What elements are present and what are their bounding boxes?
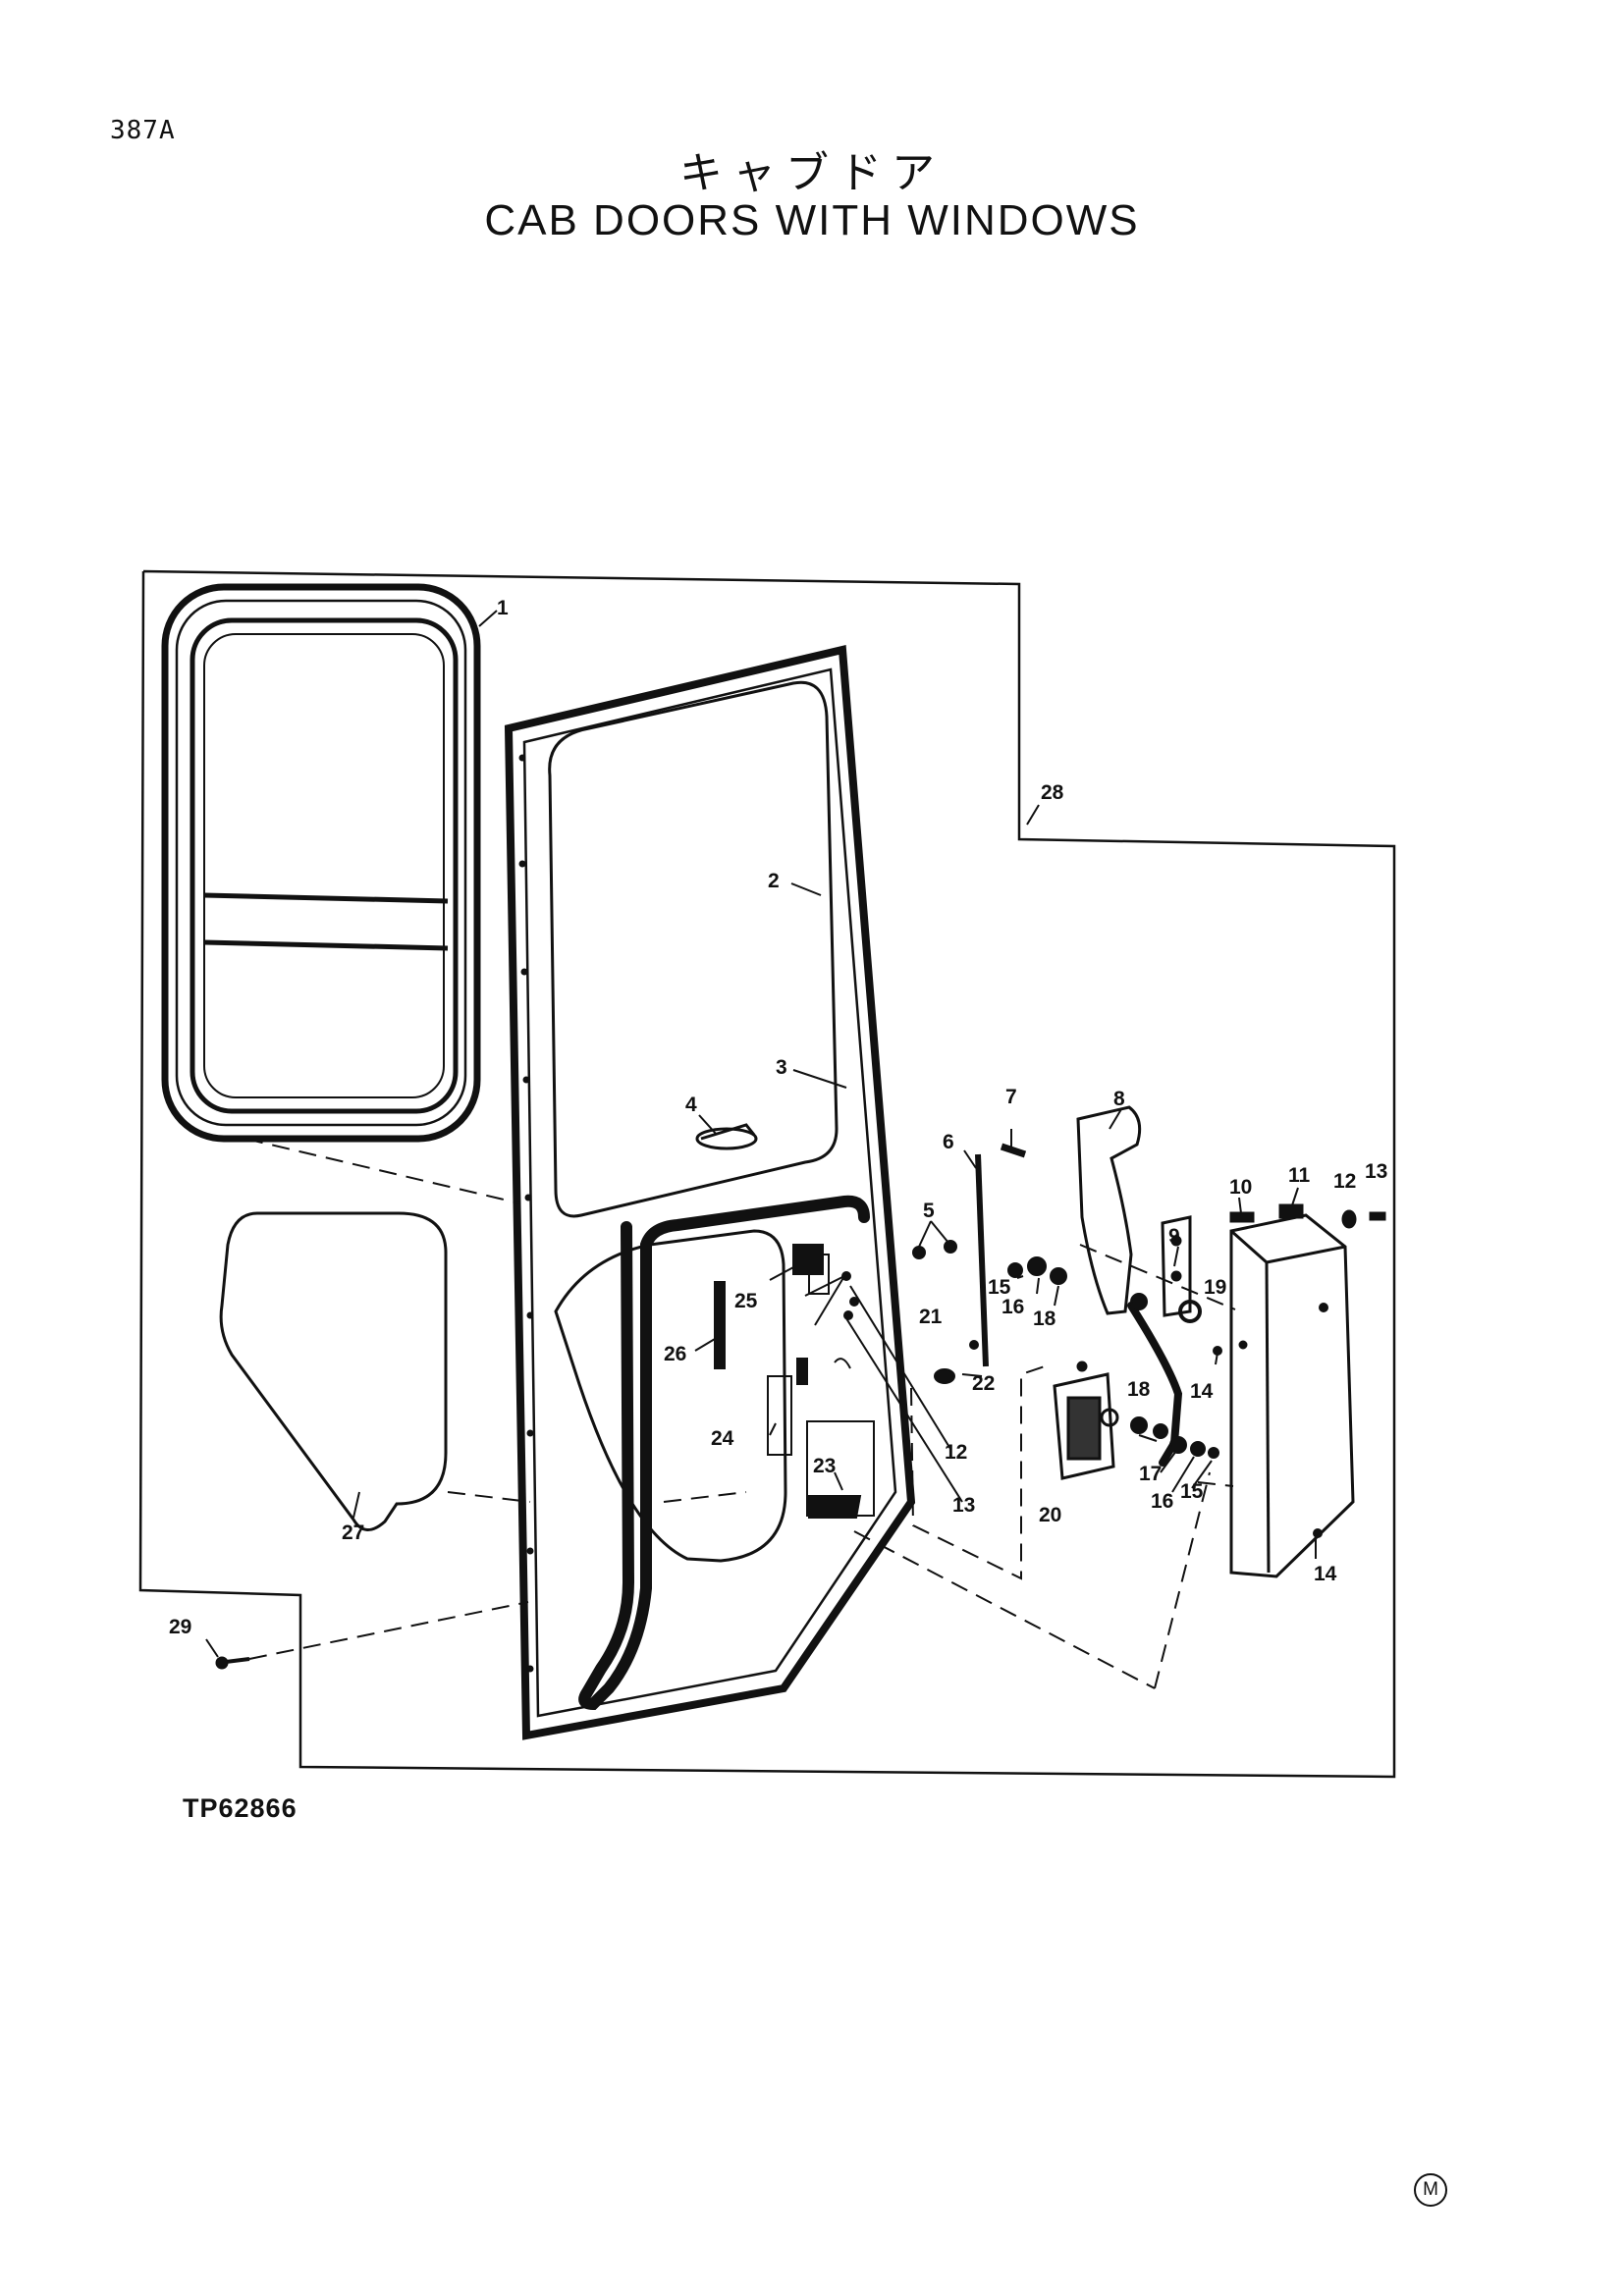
callout-7: 7	[1005, 1086, 1017, 1108]
callout-13a: 13	[1365, 1160, 1387, 1183]
callout-15a: 15	[988, 1276, 1011, 1299]
inside-handle-part	[695, 1123, 758, 1150]
side-glass-panel-part	[219, 1211, 448, 1531]
diagram-border-outline	[138, 569, 1396, 1779]
callout-24: 24	[711, 1427, 734, 1450]
callout-16b: 16	[1151, 1490, 1173, 1513]
callout-29: 29	[169, 1616, 191, 1638]
callout-17: 17	[1139, 1463, 1162, 1485]
title-english: CAB DOORS WITH WINDOWS	[484, 196, 1140, 244]
callout-5: 5	[923, 1200, 935, 1222]
callout-10: 10	[1229, 1176, 1252, 1199]
callout-4: 4	[685, 1094, 697, 1116]
callout-14b: 14	[1314, 1563, 1337, 1585]
callout-25: 25	[734, 1290, 758, 1312]
callout-12a: 12	[1333, 1170, 1356, 1193]
callout-18a: 18	[1033, 1308, 1056, 1330]
callout-11: 11	[1288, 1164, 1311, 1187]
callout-18b: 18	[1127, 1378, 1151, 1401]
callout-23: 23	[813, 1455, 836, 1477]
callout-19: 19	[1204, 1276, 1226, 1299]
interior-grab-handle-part	[578, 1195, 870, 1711]
callout-15b: 15	[1180, 1480, 1204, 1503]
callout-20: 20	[1039, 1504, 1061, 1526]
callout-22: 22	[972, 1372, 995, 1395]
callout-2: 2	[768, 870, 780, 892]
page-code: 387A	[110, 116, 176, 145]
assembly-guide-lines	[244, 1138, 1236, 1689]
callout-9: 9	[1168, 1225, 1180, 1248]
callout-26: 26	[664, 1343, 686, 1365]
release-lever-part	[1076, 1105, 1183, 1467]
door-lock-hardware-part	[714, 1244, 875, 1519]
circled-m-mark: M	[1414, 2173, 1447, 2207]
door-lock-assembly-part	[1053, 1361, 1119, 1480]
callout-21: 21	[919, 1306, 943, 1328]
callout-28: 28	[1041, 781, 1064, 804]
striker-plate-part	[1161, 1215, 1192, 1317]
callout-14a: 14	[1190, 1380, 1214, 1403]
callout-6: 6	[943, 1131, 954, 1153]
bolt-part	[215, 1656, 250, 1670]
figure-id: TP62866	[183, 1793, 298, 1823]
callout-27: 27	[342, 1522, 364, 1544]
window-frame-part	[161, 583, 481, 1143]
callout-16a: 16	[1001, 1296, 1024, 1318]
callout-leader-lines	[205, 610, 1317, 1658]
title-japanese: キャブドア	[679, 148, 945, 198]
door-frame-part	[504, 645, 916, 1740]
callout-8: 8	[1113, 1088, 1125, 1110]
washer-nut-parts	[1007, 1256, 1328, 1538]
callout-13b: 13	[952, 1494, 975, 1517]
callout-3: 3	[776, 1056, 787, 1079]
callout-12b: 12	[945, 1441, 967, 1464]
callout-1: 1	[497, 597, 509, 619]
small-fastener-parts	[912, 1143, 1027, 1384]
inner-trim-cover-part	[1229, 1203, 1386, 1578]
